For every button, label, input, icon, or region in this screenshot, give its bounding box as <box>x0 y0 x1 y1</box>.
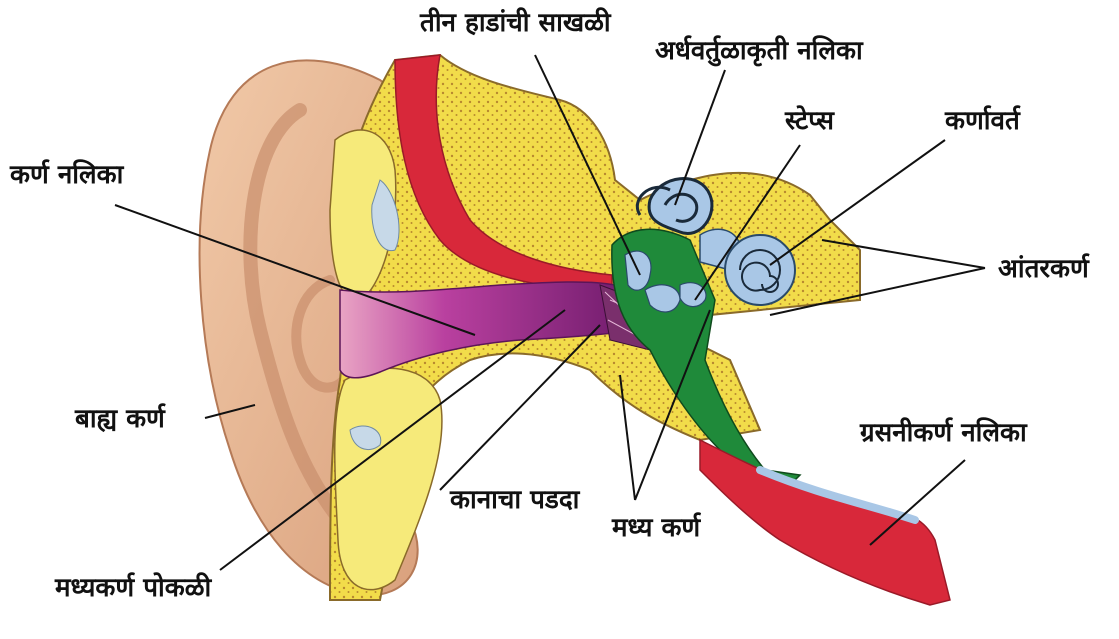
label-middle-ear: मध्य कर्ण <box>612 515 700 541</box>
label-stapes: स्टेप्स <box>785 108 834 134</box>
label-eustachian-tube: ग्रसनीकर्ण नलिका <box>860 420 1027 446</box>
label-eardrum: कानाचा पडदा <box>450 487 579 513</box>
label-middle-ear-cavity: मध्यकर्ण पोकळी <box>55 575 211 601</box>
label-outer-ear: बाह्य कर्ण <box>75 406 165 432</box>
label-ossicles: तीन हाडांची साखळी <box>420 10 611 36</box>
label-ear-canal: कर्ण नलिका <box>10 162 123 188</box>
cochlea <box>725 235 795 305</box>
label-semicircular-canals: अर्धवर्तुळाकृती नलिका <box>655 38 863 64</box>
label-inner-ear: आंतरकर्ण <box>998 256 1089 282</box>
label-cochlea: कर्णावर्त <box>945 108 1020 134</box>
